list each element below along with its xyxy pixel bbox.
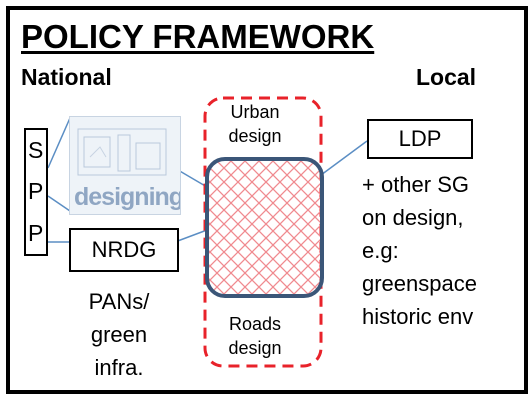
sg-line: greenspace <box>362 271 477 296</box>
roads-design-label: Roads design <box>217 312 293 360</box>
spp-box: S P P <box>24 128 48 256</box>
spp-letter: P <box>28 178 44 205</box>
pans-line: green <box>90 322 148 347</box>
sg-line: historic env <box>362 304 474 329</box>
ldp-box: LDP <box>367 119 473 159</box>
connector-ldp-center <box>320 140 368 176</box>
pans-text: PANs/ green infra. <box>69 285 169 384</box>
thumbnail-word: designing <box>74 183 181 211</box>
local-heading: Local <box>416 64 477 90</box>
designing-thumbnail-image: designing <box>69 116 181 215</box>
sg-line: on design, <box>362 205 464 230</box>
connector-thumbnail-top <box>47 117 71 169</box>
sg-line: + other SG <box>362 172 470 197</box>
nrdg-label: NRDG <box>91 237 157 262</box>
connector-nrdg-center <box>174 229 208 243</box>
local-sg-text: + other SG on design, e.g: greenspace hi… <box>362 168 477 333</box>
sg-line: e.g: <box>362 238 399 263</box>
nrdg-box: NRDG <box>69 228 179 272</box>
ldp-label: LDP <box>398 126 442 151</box>
national-heading: National <box>21 64 112 90</box>
pans-line: PANs/ <box>88 289 150 314</box>
urban-design-line: design <box>228 126 282 146</box>
urban-design-label: Urban design <box>217 100 293 148</box>
spp-letter: S <box>28 137 44 164</box>
center-hatched-box <box>205 157 324 298</box>
spp-letter: P <box>28 219 44 246</box>
pans-line: infra. <box>94 355 144 380</box>
urban-design-line: Urban <box>230 102 280 122</box>
roads-design-line: design <box>228 338 282 358</box>
thumbnail-sketch <box>77 128 167 176</box>
connector-thumbnail-center <box>177 169 208 188</box>
roads-design-line: Roads <box>228 314 282 334</box>
connector-thumbnail-bottom <box>47 195 71 212</box>
page-title: POLICY FRAMEWORK <box>21 18 375 55</box>
